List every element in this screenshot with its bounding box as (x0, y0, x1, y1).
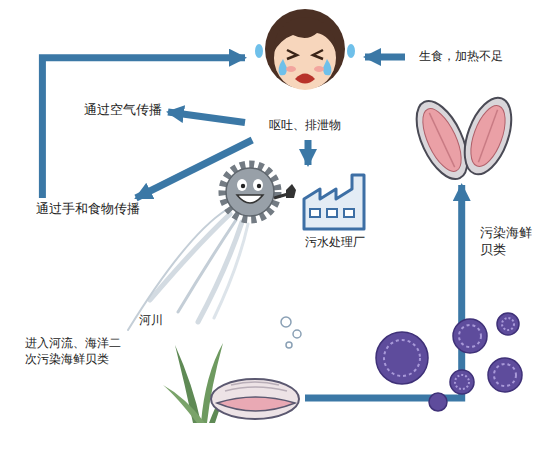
spray-streaks (128, 210, 248, 330)
patient-face (245, 5, 365, 115)
spray-streaks (214, 224, 248, 318)
patient-face (287, 50, 297, 59)
node-text: 通过空气传播 (78, 102, 168, 119)
patient-face (279, 59, 287, 75)
clam-illustration (217, 397, 295, 411)
patient-face (314, 66, 324, 72)
node-text: 河川 (139, 313, 179, 329)
virus-character (274, 194, 288, 198)
mussel-illustration (456, 92, 520, 181)
virus-particles (455, 375, 469, 389)
flow-arrow (305, 185, 462, 398)
node-text: 生食，加热不足 (405, 49, 517, 65)
virus-character (257, 184, 261, 188)
mussel-illustration (410, 90, 520, 185)
virus-particles (453, 319, 487, 353)
virus-particles (502, 318, 514, 330)
factory-icon (290, 165, 380, 233)
flow-arrow (42, 58, 245, 198)
virus-particles (376, 313, 522, 411)
bubbles (281, 317, 291, 327)
patient-face (323, 59, 331, 75)
bubbles (281, 317, 301, 348)
patient-face (265, 9, 345, 89)
virus-particles (488, 358, 522, 392)
spray-streaks (128, 210, 226, 330)
patient-face (295, 74, 315, 84)
virus-character (223, 165, 277, 219)
clam-illustration (163, 385, 205, 423)
flow-arrow (168, 112, 245, 122)
bubbles (286, 342, 292, 348)
virus-particles (376, 332, 428, 384)
clam-illustration (225, 387, 287, 391)
route-text: 通过手和食物传播 (28, 198, 148, 218)
bubbles (293, 330, 301, 338)
flow-arrow (305, 140, 312, 165)
river-clam-node: 河川 (135, 305, 305, 425)
flow-arrow (365, 53, 405, 60)
virus-character (237, 179, 247, 191)
patient-face (255, 44, 263, 58)
patient-face (286, 66, 296, 72)
virus-particles (497, 313, 519, 335)
virus-character (226, 168, 274, 216)
note-label: 进入河流、海洋二次污染海鲜贝类 (25, 335, 125, 367)
node-text: 呕吐、排泄物 (245, 118, 365, 134)
virus-particles (450, 370, 474, 394)
virus-particles (494, 364, 516, 386)
flow-arrow (136, 140, 252, 198)
mussel-illustration (415, 103, 469, 176)
factory-icon (304, 175, 364, 229)
virus-character (241, 184, 245, 188)
shellfish-node: 污染海鲜贝类 (410, 90, 520, 185)
patient-face (313, 50, 323, 59)
virus-character (253, 179, 263, 191)
node-text: 通过手和食物传播 (28, 201, 148, 218)
virus-particles (384, 340, 420, 376)
patient-face (347, 44, 355, 58)
mussel-illustration (464, 101, 512, 171)
mussel-illustration (429, 113, 454, 167)
patient-face (273, 17, 337, 53)
virus-particles (429, 393, 447, 411)
factory-icon (327, 209, 337, 217)
virus-character (286, 184, 296, 198)
virus-character (223, 165, 296, 219)
factory-icon (344, 209, 354, 217)
clam-illustration (231, 382, 279, 385)
mussel-illustration (478, 110, 497, 163)
mussel-illustration (456, 92, 520, 181)
virus-particles (459, 325, 481, 347)
patient-node: 呕吐、排泄物 (245, 5, 365, 140)
node-text: 污水处理厂 (290, 235, 380, 251)
node-text: 污染海鲜贝类 (480, 225, 534, 259)
virus-character (237, 195, 263, 203)
clam-illustration (211, 379, 299, 419)
cause-text: 生食，加热不足 (405, 48, 517, 66)
route-text: 通过空气传播 (78, 100, 168, 120)
treatment-plant-node: 污水处理厂 (290, 165, 380, 255)
factory-icon (310, 209, 320, 217)
